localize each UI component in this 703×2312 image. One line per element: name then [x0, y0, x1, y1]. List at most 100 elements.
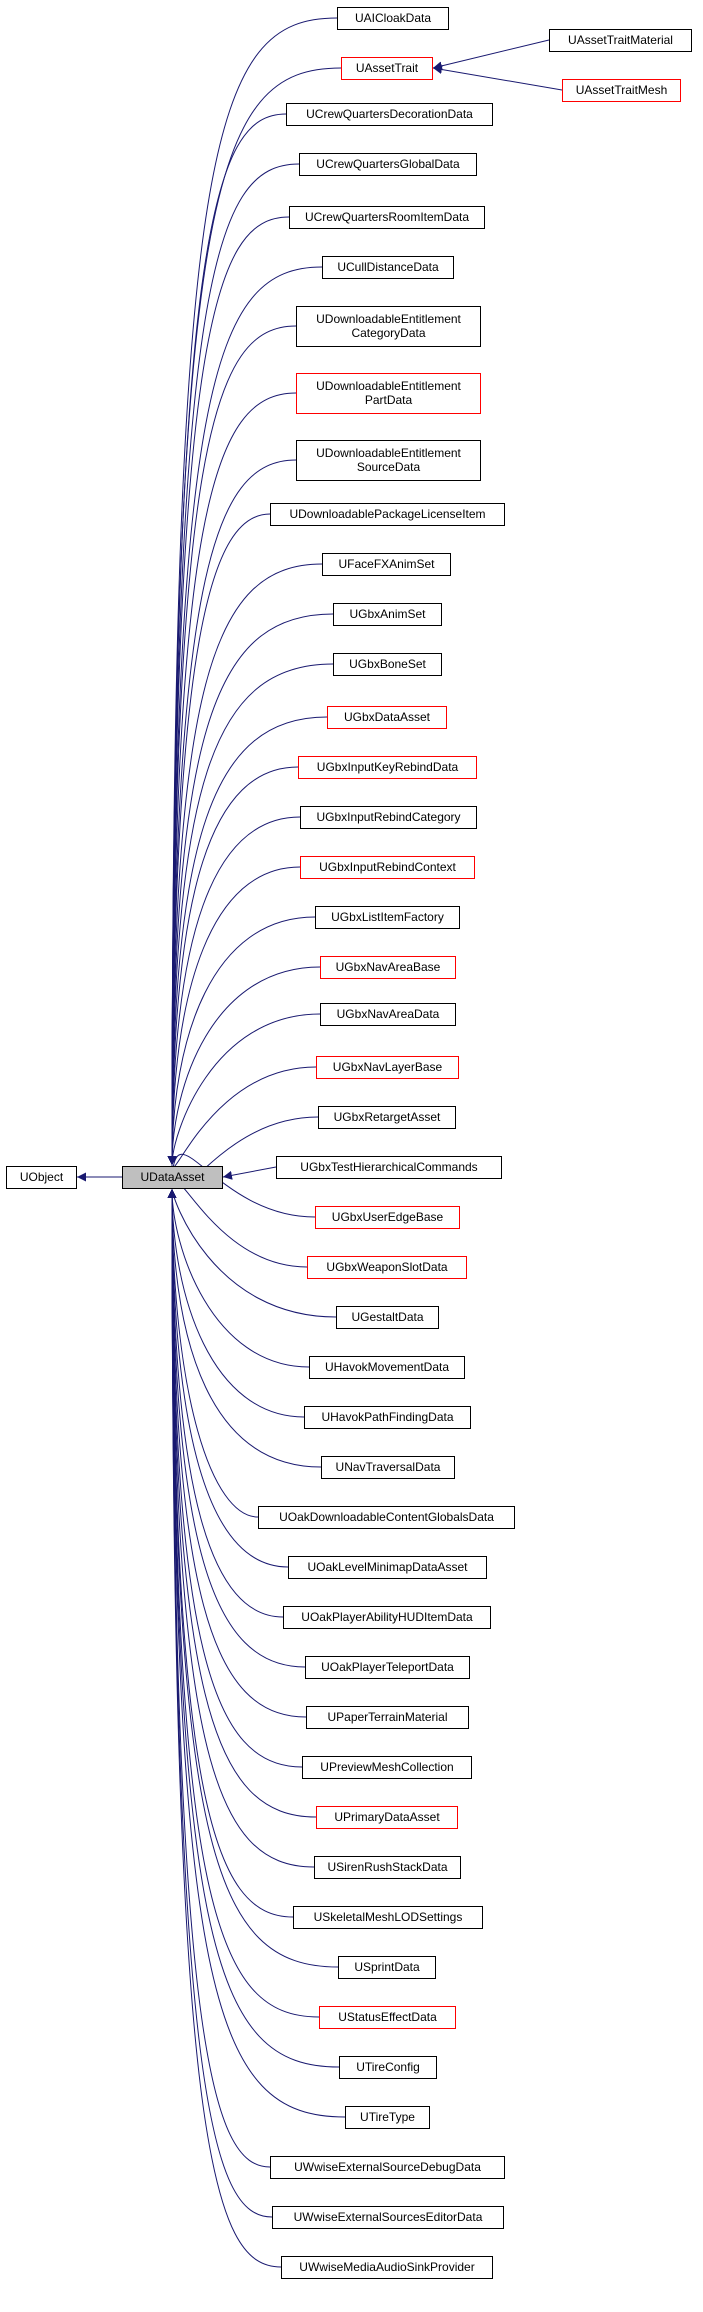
edge-u-havok-path-finding-data-to-udata-asset [167, 1188, 305, 1418]
node-u-preview-mesh-collection-box [302, 1756, 472, 1779]
node-u-downloadable-entitlement-part-data-label: UDownloadableEntitlement [316, 379, 461, 393]
node-u-face-fx-anim-set-box [322, 553, 451, 576]
node-u-gbx-nav-area-base[interactable]: UGbxNavAreaBase [320, 956, 456, 979]
node-u-gbx-list-item-factory-label: UGbxListItemFactory [331, 910, 444, 924]
node-u-gbx-data-asset[interactable]: UGbxDataAsset [327, 706, 447, 729]
node-u-gbx-nav-area-base-label: UGbxNavAreaBase [336, 960, 441, 974]
node-u-gbx-data-asset-label: UGbxDataAsset [344, 710, 431, 724]
node-u-wwise-external-sources-editor-data-label: UWwiseExternalSourcesEditorData [294, 2210, 483, 2224]
node-u-downloadable-entitlement-source-data-label: UDownloadableEntitlement [316, 446, 461, 460]
node-u-downloadable-package-license-item: UDownloadablePackageLicenseItem [270, 503, 505, 526]
node-u-crew-quarters-room-item-data-box [289, 206, 485, 229]
node-uai-cloak-data: UAICloakData [337, 7, 449, 30]
node-u-gbx-input-rebind-context-label: UGbxInputRebindContext [319, 860, 456, 874]
node-u-gbx-user-edge-base[interactable]: UGbxUserEdgeBase [315, 1206, 460, 1229]
edge-u-tire-type-to-udata-asset [167, 1188, 346, 2118]
node-u-tire-config-box [339, 2056, 437, 2079]
node-u-downloadable-entitlement-part-data-label: PartData [365, 393, 413, 407]
node-u-oak-player-teleport-data-box [305, 1656, 470, 1679]
node-u-primary-data-asset-box[interactable] [316, 1806, 458, 1829]
node-u-skeletal-mesh-lod-settings-label: USkeletalMeshLODSettings [314, 1910, 463, 1924]
node-u-gbx-nav-layer-base[interactable]: UGbxNavLayerBase [316, 1056, 459, 1079]
node-u-wwise-external-source-debug-data: UWwiseExternalSourceDebugData [270, 2156, 505, 2179]
node-uobject-box [6, 1166, 77, 1189]
edge-u-gbx-data-asset-to-udata-asset [167, 716, 328, 1166]
node-u-gestalt-data-box [336, 1306, 439, 1329]
node-u-gbx-input-rebind-category-box [300, 806, 477, 829]
node-u-tire-type-label: UTireType [360, 2110, 415, 2124]
edge-u-gbx-input-key-rebind-data-to-udata-asset [167, 766, 299, 1166]
node-uobject: UObject [6, 1166, 77, 1189]
node-u-gbx-input-key-rebind-data-label: UGbxInputKeyRebindData [317, 760, 459, 774]
node-u-gbx-anim-set-label: UGbxAnimSet [349, 607, 426, 621]
node-u-downloadable-entitlement-category-data-label: CategoryData [351, 326, 425, 340]
node-u-preview-mesh-collection-label: UPreviewMeshCollection [320, 1760, 453, 1774]
node-u-oak-player-teleport-data: UOakPlayerTeleportData [305, 1656, 470, 1679]
node-u-status-effect-data-box[interactable] [319, 2006, 456, 2029]
node-u-status-effect-data[interactable]: UStatusEffectData [319, 2006, 456, 2029]
node-u-gbx-input-rebind-context-box[interactable] [300, 856, 475, 879]
node-u-gbx-nav-layer-base-box[interactable] [316, 1056, 459, 1079]
node-u-primary-data-asset[interactable]: UPrimaryDataAsset [316, 1806, 458, 1829]
node-u-downloadable-entitlement-category-data-label: UDownloadableEntitlement [316, 312, 461, 326]
node-u-downloadable-package-license-item-box [270, 503, 505, 526]
node-u-oak-level-minimap-data-asset: UOakLevelMinimapDataAsset [288, 1556, 487, 1579]
node-u-nav-traversal-data-label: UNavTraversalData [336, 1460, 441, 1474]
node-u-oak-downloadable-content-globals-data-box [258, 1506, 515, 1529]
node-u-gbx-anim-set: UGbxAnimSet [333, 603, 442, 626]
node-u-downloadable-entitlement-source-data-box [296, 440, 481, 481]
node-u-downloadable-package-license-item-label: UDownloadablePackageLicenseItem [289, 507, 485, 521]
node-u-gbx-retarget-asset-label: UGbxRetargetAsset [334, 1110, 441, 1124]
edge-u-gbx-input-rebind-category-to-udata-asset [167, 816, 301, 1166]
node-u-wwise-media-audio-sink-provider-box [281, 2256, 493, 2279]
node-u-gbx-data-asset-box[interactable] [327, 706, 447, 729]
node-udata-asset: UDataAsset [122, 1166, 223, 1189]
node-u-downloadable-entitlement-source-data-label: SourceData [357, 460, 421, 474]
node-u-gbx-input-key-rebind-data-box[interactable] [298, 756, 477, 779]
node-u-oak-player-ability-hud-item-data-box [283, 1606, 491, 1629]
node-u-paper-terrain-material-box [306, 1706, 469, 1729]
node-u-crew-quarters-global-data: UCrewQuartersGlobalData [299, 153, 477, 176]
node-u-crew-quarters-room-item-data-label: UCrewQuartersRoomItemData [305, 210, 469, 224]
node-u-tire-config-label: UTireConfig [356, 2060, 420, 2074]
node-u-oak-downloadable-content-globals-data-label: UOakDownloadableContentGlobalsData [279, 1510, 494, 1524]
node-u-gbx-nav-area-base-box[interactable] [320, 956, 456, 979]
node-u-gbx-input-rebind-context[interactable]: UGbxInputRebindContext [300, 856, 475, 879]
node-u-asset-trait-box[interactable] [341, 57, 433, 80]
node-u-asset-trait-mesh[interactable]: UAssetTraitMesh [562, 79, 681, 102]
node-u-crew-quarters-decoration-data-box [286, 103, 493, 126]
node-u-gbx-input-key-rebind-data[interactable]: UGbxInputKeyRebindData [298, 756, 477, 779]
node-u-siren-rush-stack-data-label: USirenRushStackData [327, 1860, 447, 1874]
edge-u-oak-player-teleport-data-to-udata-asset [167, 1188, 306, 1668]
node-u-oak-player-ability-hud-item-data-label: UOakPlayerAbilityHUDItemData [301, 1610, 473, 1624]
node-u-gbx-user-edge-base-box[interactable] [315, 1206, 460, 1229]
edge-uai-cloak-data-to-udata-asset [167, 17, 338, 1166]
inheritance-edges [77, 17, 563, 2268]
node-u-wwise-media-audio-sink-provider: UWwiseMediaAudioSinkProvider [281, 2256, 493, 2279]
edge-u-paper-terrain-material-to-udata-asset [167, 1188, 307, 1718]
node-u-status-effect-data-label: UStatusEffectData [338, 2010, 437, 2024]
node-u-asset-trait-mesh-label: UAssetTraitMesh [576, 83, 668, 97]
edge-u-gbx-test-hierarchical-commands-to-udata-asset [222, 1166, 277, 1180]
node-u-crew-quarters-decoration-data: UCrewQuartersDecorationData [286, 103, 493, 126]
edge-u-face-fx-anim-set-to-udata-asset [167, 563, 323, 1166]
edge-u-gestalt-data-to-udata-asset [167, 1188, 337, 1318]
node-u-nav-traversal-data-box [321, 1456, 455, 1479]
node-u-asset-trait-mesh-box[interactable] [562, 79, 681, 102]
node-u-gbx-weapon-slot-data-box[interactable] [307, 1256, 467, 1279]
node-u-havok-path-finding-data: UHavokPathFindingData [304, 1406, 471, 1429]
node-u-face-fx-anim-set: UFaceFXAnimSet [322, 553, 451, 576]
node-u-downloadable-entitlement-part-data-box[interactable] [296, 373, 481, 414]
class-nodes: UObject UDataAsset UAICloakDataUAssetTrait… [6, 7, 692, 2279]
node-u-skeletal-mesh-lod-settings-box [293, 1906, 483, 1929]
node-u-asset-trait[interactable]: UAssetTrait [341, 57, 433, 80]
node-u-gbx-weapon-slot-data[interactable]: UGbxWeaponSlotData [307, 1256, 467, 1279]
edge-u-asset-trait-to-udata-asset [167, 67, 342, 1166]
node-u-preview-mesh-collection: UPreviewMeshCollection [302, 1756, 472, 1779]
node-u-havok-path-finding-data-box [304, 1406, 471, 1429]
node-uai-cloak-data-label: UAICloakData [355, 11, 431, 25]
node-u-gbx-retarget-asset-box [318, 1106, 456, 1129]
